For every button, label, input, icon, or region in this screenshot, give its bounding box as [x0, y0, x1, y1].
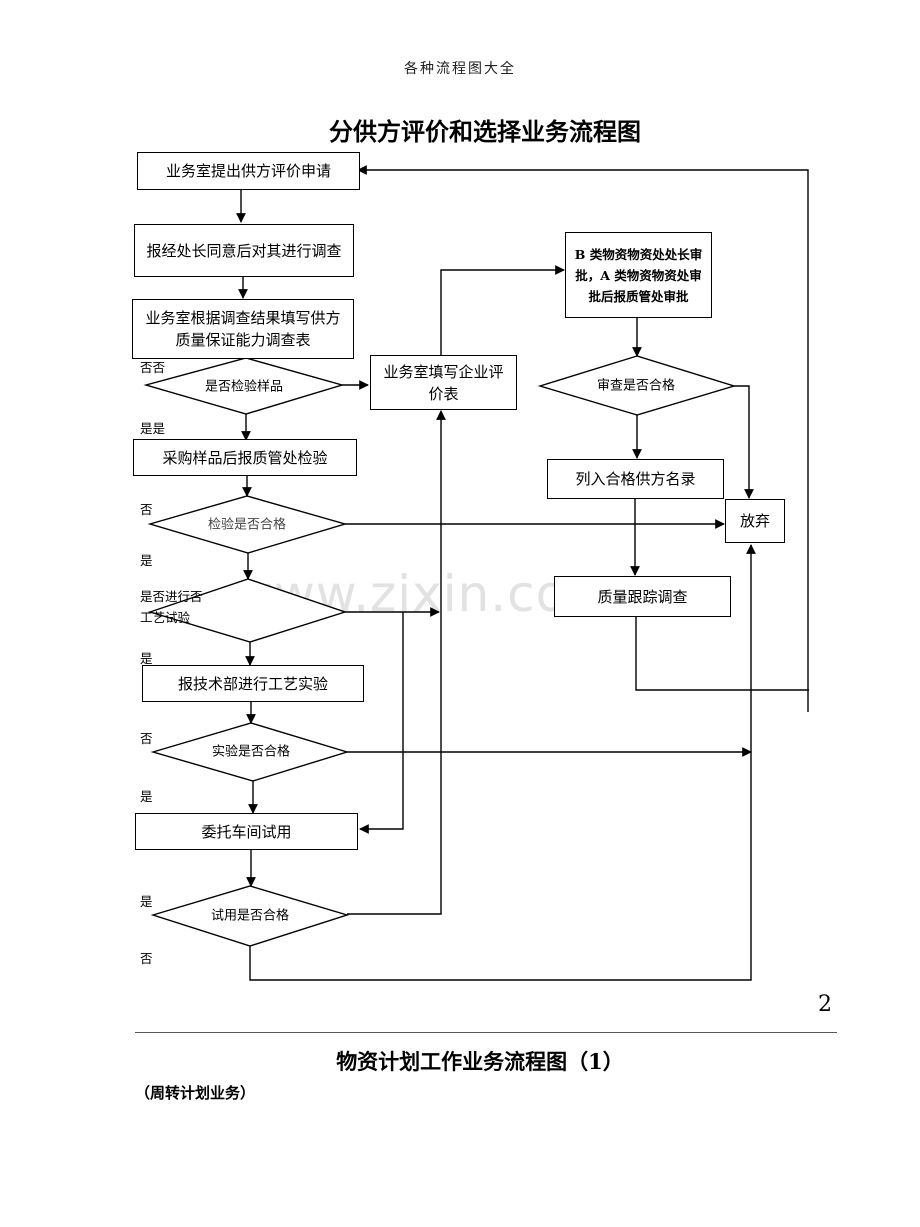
decision-check-sample: 是否检验样品: [204, 379, 284, 395]
label-no-trial: 否: [140, 731, 153, 746]
process-quality-track: 质量跟踪调查: [554, 576, 731, 617]
arrow-review-fail-to-abandon: [734, 385, 754, 499]
label-no-use: 否: [140, 951, 153, 966]
process-tech-trial: 报技术部进行工艺实验: [142, 665, 364, 702]
arrow-track-loop: [635, 617, 809, 691]
label-yes-use: 是: [140, 894, 153, 909]
decision-trial-ok: 实验是否合格: [211, 744, 291, 760]
label-no-inspect: 否: [140, 502, 153, 517]
page-header: 各种流程图大全: [404, 61, 516, 77]
label-yes-check: 是是: [140, 421, 166, 436]
arrow-use-fail-to-abandon: [249, 544, 756, 981]
process-approve-survey: 报经处长同意后对其进行调查: [134, 224, 354, 277]
arrow-process-no-to-workshop: [359, 612, 404, 834]
label-yes-trial: 是: [140, 789, 153, 804]
process-buy-sample: 采购样品后报质管处检验: [133, 439, 357, 476]
arrow-use-ok-to-eval: [347, 410, 446, 915]
process-abandon: 放弃: [725, 499, 785, 543]
decision-use-ok-shape: [150, 885, 350, 947]
process-approval: B 类物资物资处处长审批，A 类物资物资处审批后报质管处审批: [565, 232, 712, 318]
next-section-title: 物资计划工作业务流程图（1）: [336, 1049, 624, 1074]
next-section-subtitle: （周转计划业务）: [135, 1084, 256, 1102]
arrow-loop-to-apply: [357, 165, 809, 712]
label-yes-inspect: 是: [140, 553, 153, 568]
decision-do-process-trial-line2: 工艺试验: [140, 610, 191, 625]
page-number: 2: [818, 992, 832, 1017]
section-divider: [135, 1032, 837, 1033]
process-workshop-trial: 委托车间试用: [135, 813, 358, 850]
process-apply: 业务室提出供方评价申请: [137, 152, 360, 190]
decision-review-ok: 审查是否合格: [596, 378, 676, 394]
arrow-eval-to-approval: [440, 265, 565, 370]
process-list-qualified: 列入合格供方名录: [547, 459, 724, 499]
label-no-check: 否否: [140, 360, 166, 375]
decision-inspection-ok: 检验是否合格: [207, 517, 287, 533]
decision-use-ok: 试用是否合格: [210, 908, 290, 924]
label-yes-process: 是: [140, 651, 153, 666]
flowchart-title: 分供方评价和选择业务流程图: [329, 117, 641, 146]
decision-do-process-trial: 是否进行否: [140, 589, 203, 604]
process-fill-survey: 业务室根据调查结果填写供方质量保证能力调查表: [132, 299, 354, 359]
process-fill-eval: 业务室填写企业评价表: [370, 355, 517, 410]
